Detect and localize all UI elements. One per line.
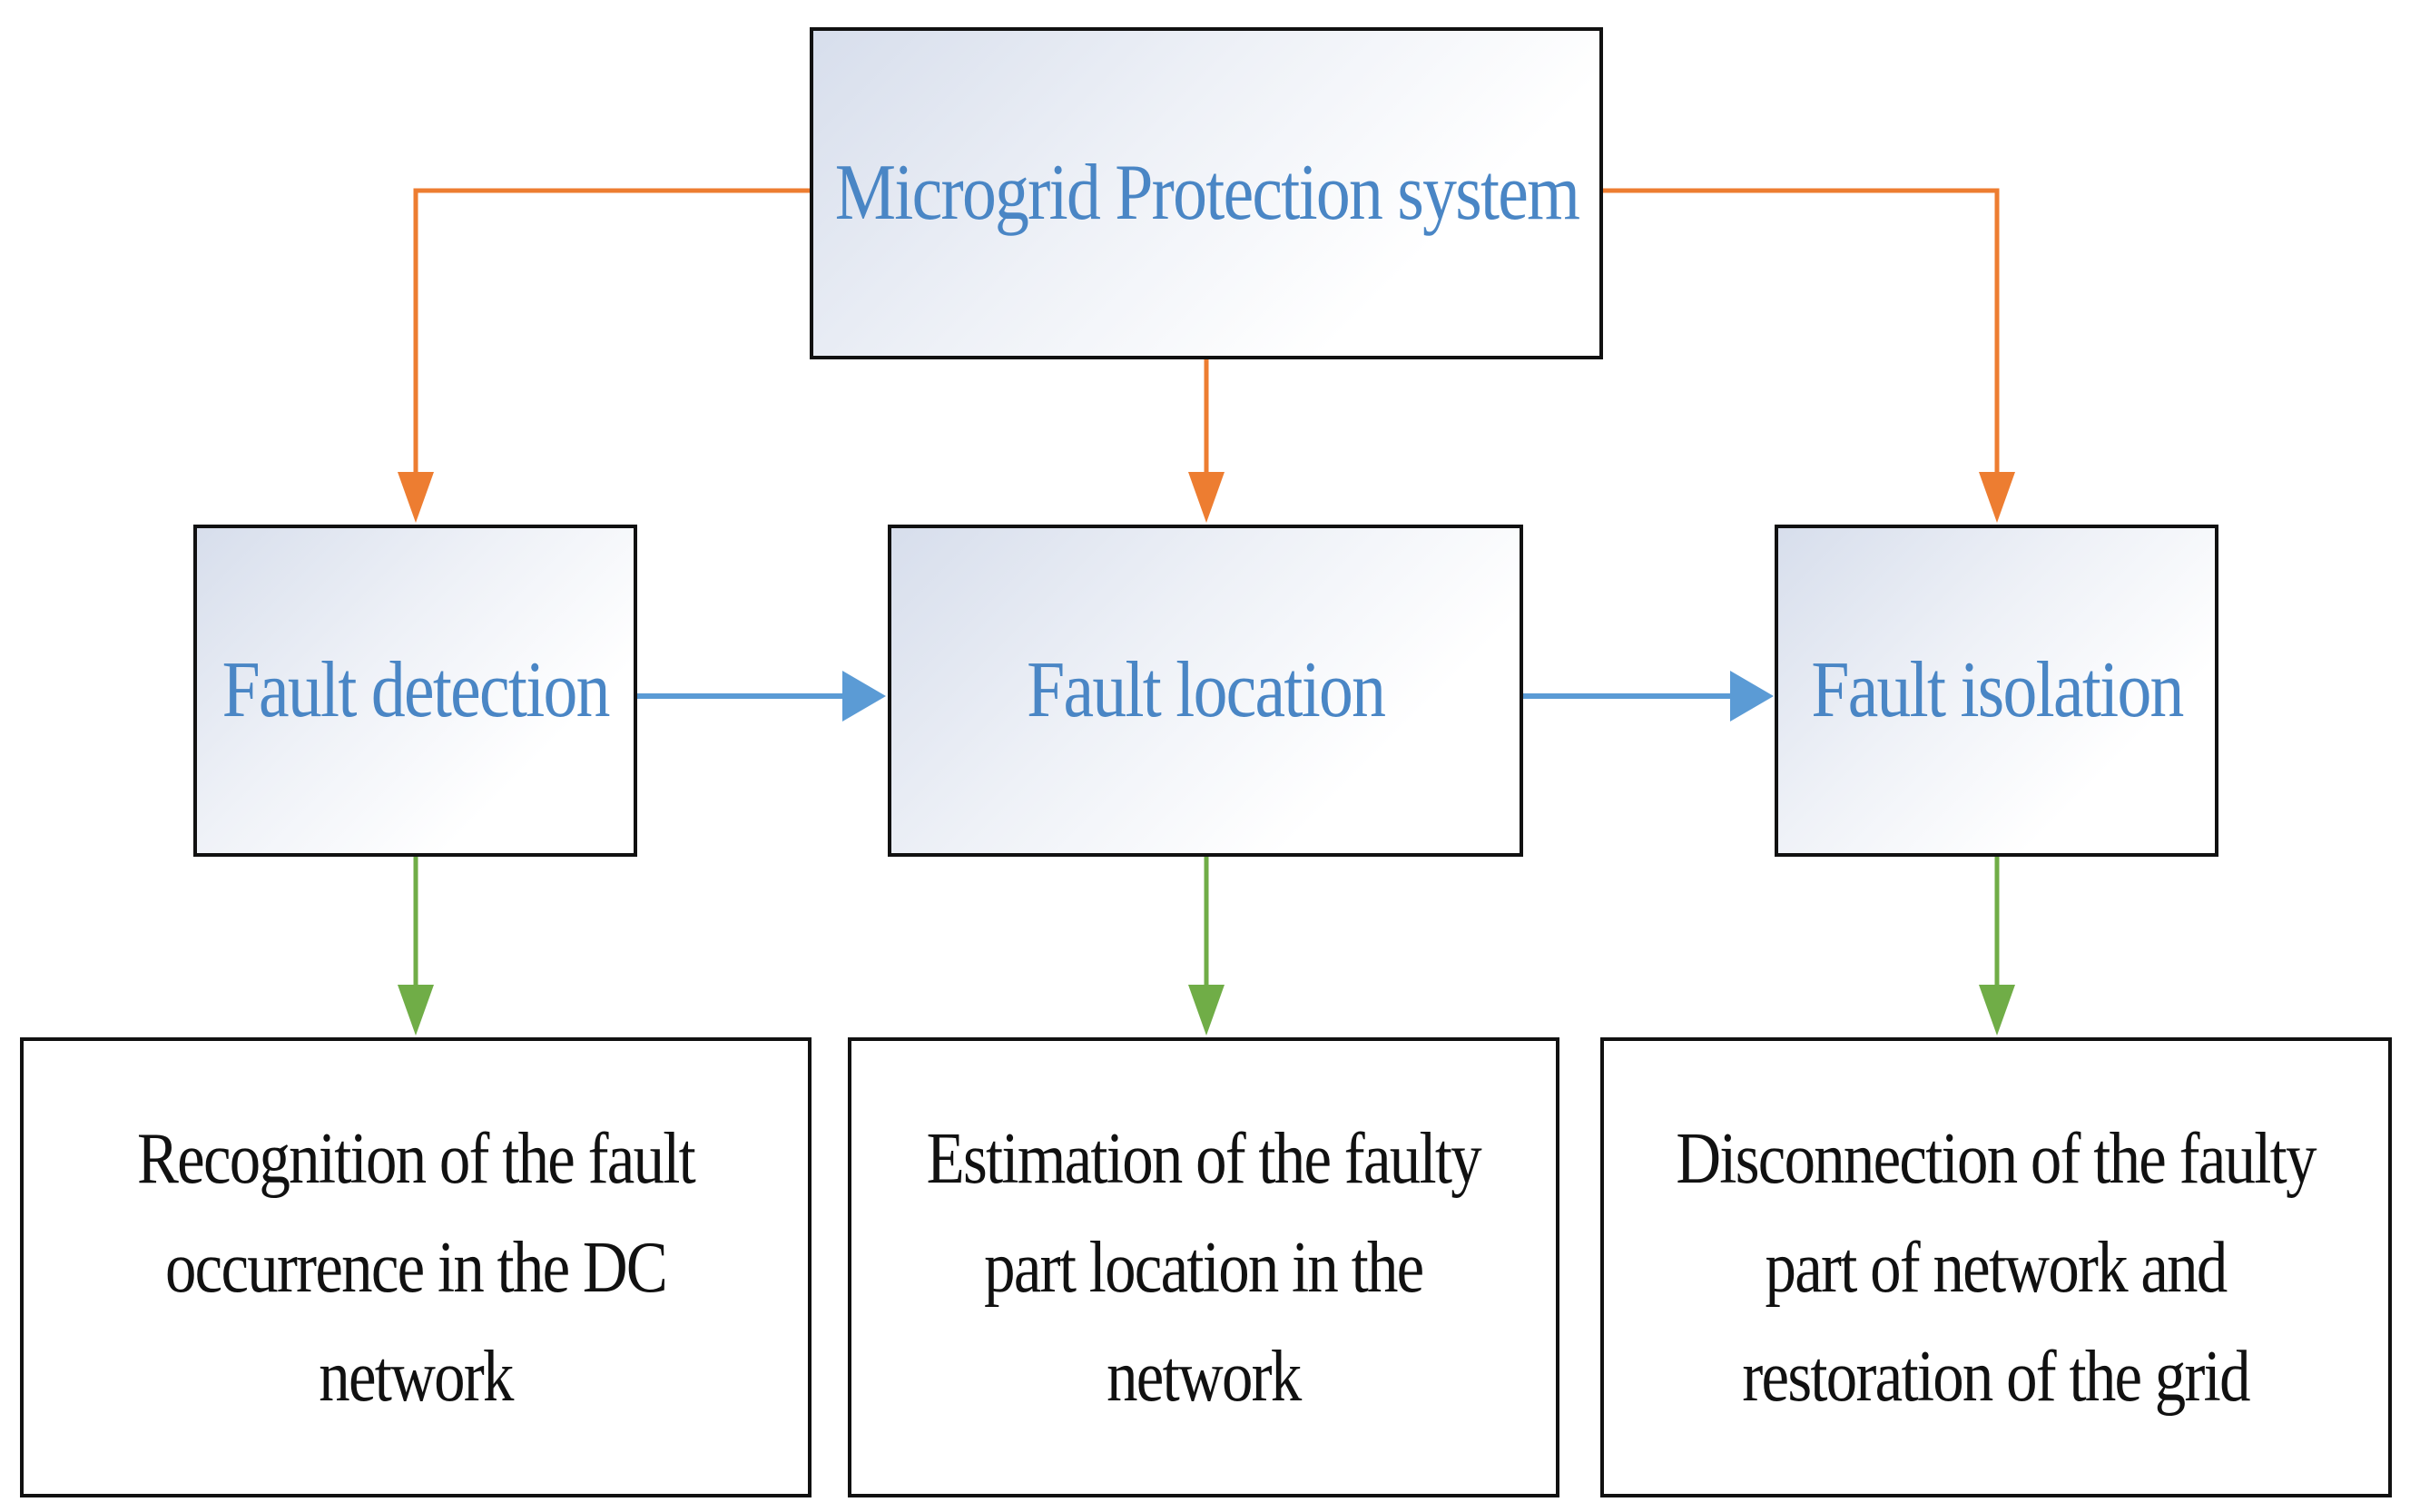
edge-root-to-isolation [1603, 188, 2000, 486]
node-desc-isolation: Disconnection of the faulty part of netw… [1600, 1037, 2392, 1497]
arrowhead-to-isolation [1730, 671, 1774, 722]
desc-label-detection: Recognition of the fault occurrence in t… [136, 1118, 696, 1417]
node-desc-detection: Recognition of the fault occurrence in t… [20, 1037, 812, 1497]
node-label-location: Fault location [1026, 645, 1386, 734]
desc-label-location: Estimation of the faulty part location i… [926, 1118, 1482, 1417]
node-fault-detection: Fault detection [193, 525, 637, 857]
desc-label-isolation: Disconnection of the faulty part of netw… [1676, 1118, 2317, 1417]
green-connectors [398, 857, 2015, 1036]
node-fault-isolation: Fault isolation [1775, 525, 2218, 857]
node-microgrid-protection-system: Microgrid Protection system [810, 27, 1603, 359]
arrowhead-detection [398, 472, 434, 523]
orange-connectors [398, 188, 2015, 523]
edge-root-to-detection [413, 188, 810, 486]
arrowhead-desc-location [1188, 985, 1225, 1036]
node-label-isolation: Fault isolation [1810, 645, 2184, 734]
arrowhead-desc-isolation [1979, 985, 2015, 1036]
node-label-detection: Fault detection [221, 645, 610, 734]
node-label-root: Microgrid Protection system [834, 148, 1579, 237]
node-fault-location: Fault location [888, 525, 1523, 857]
arrowhead-desc-detection [398, 985, 434, 1036]
node-desc-location: Estimation of the faulty part location i… [848, 1037, 1559, 1497]
arrowhead-isolation [1979, 472, 2015, 523]
arrowhead-location [1188, 472, 1225, 523]
arrowhead-to-location [842, 671, 886, 722]
blue-connectors [637, 671, 1774, 722]
